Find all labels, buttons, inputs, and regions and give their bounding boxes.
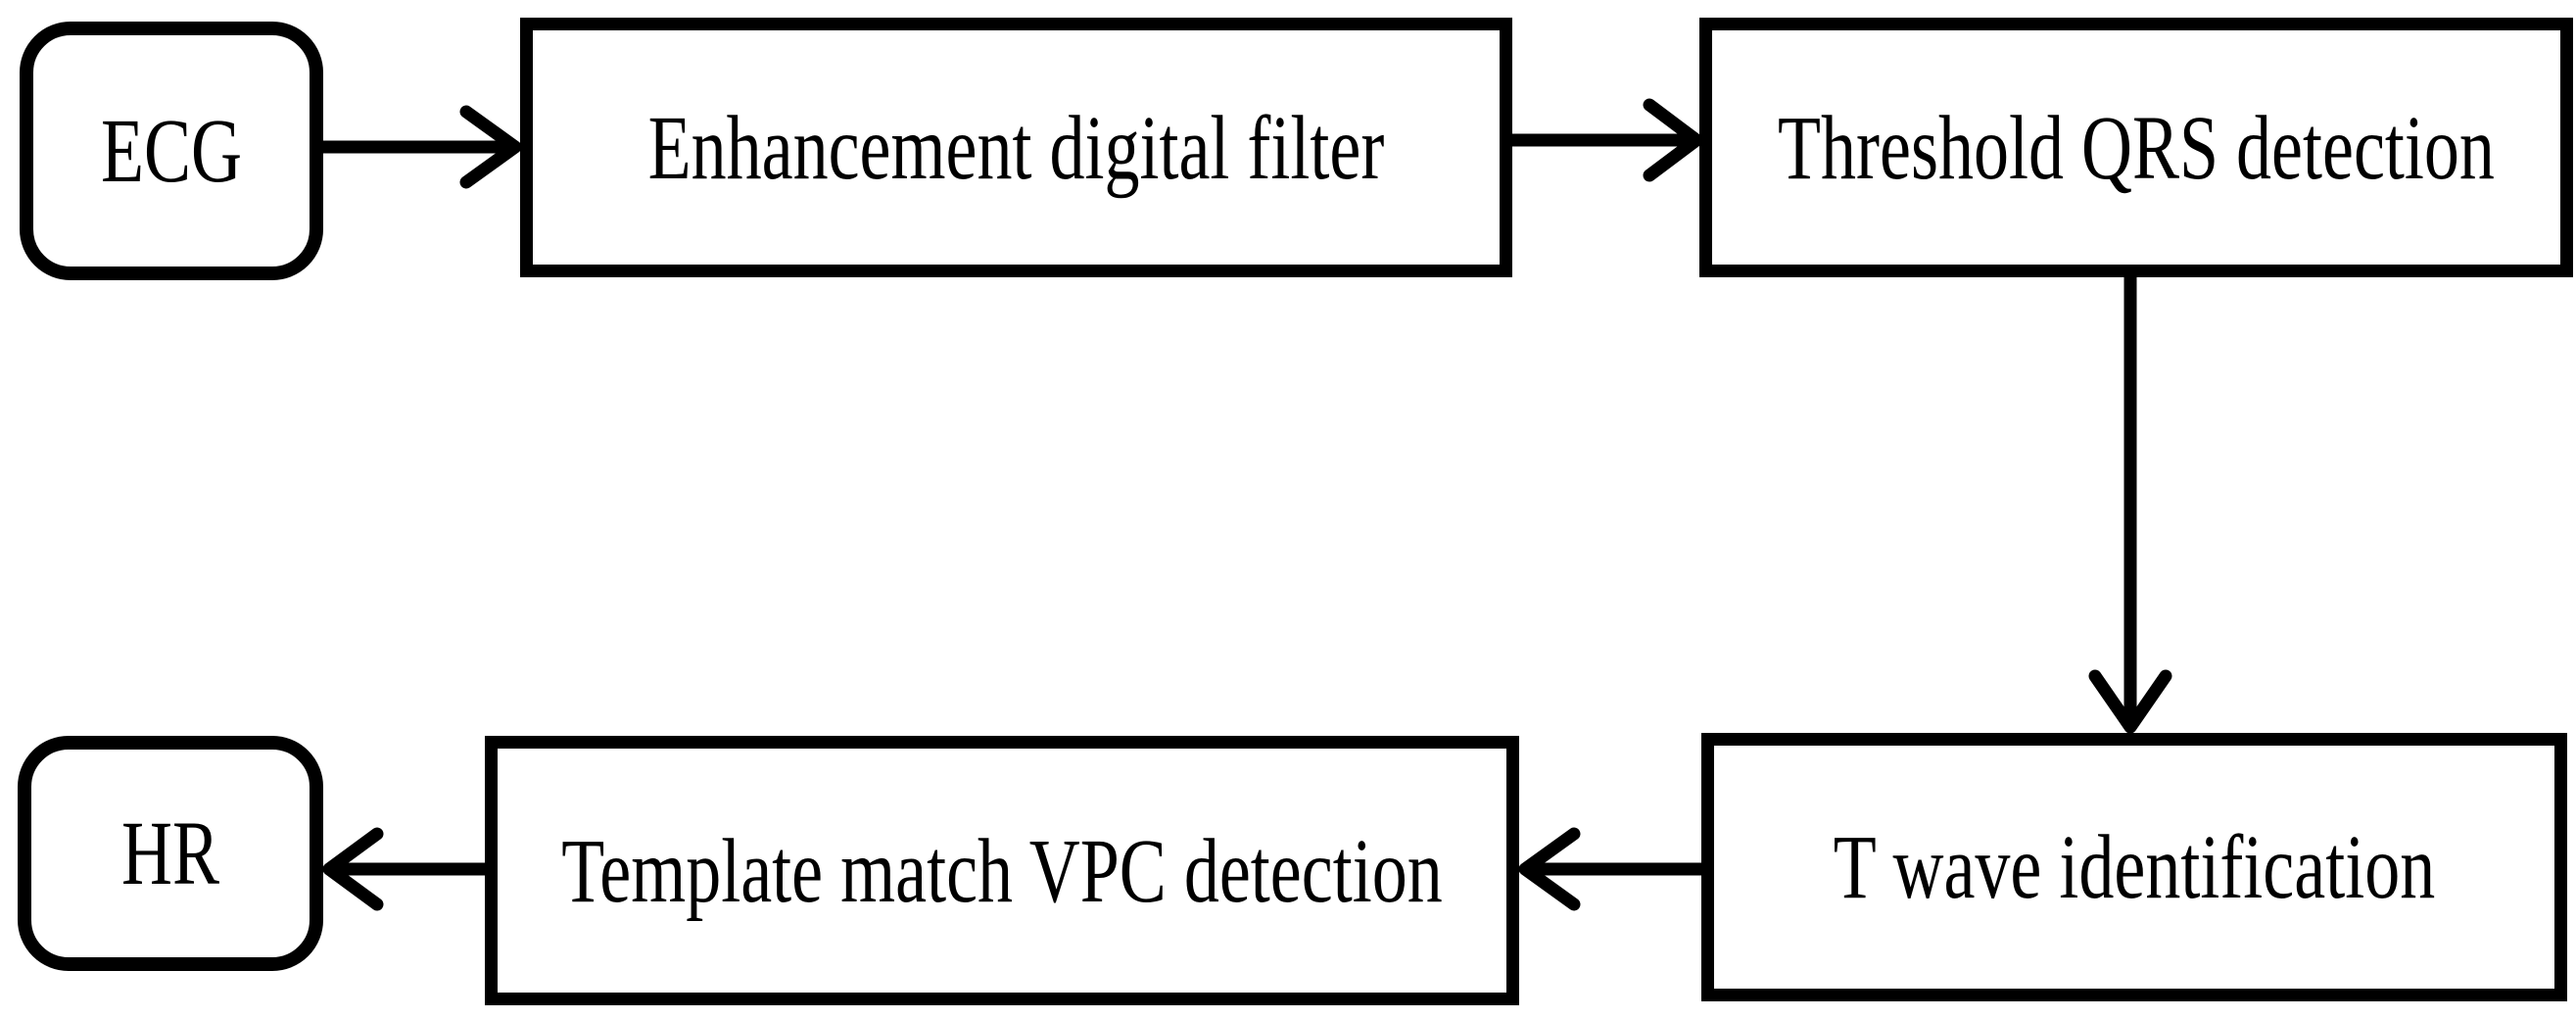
node-enhancement-digital-filter: Enhancement digital filter: [520, 18, 1512, 277]
arrow-qrs-to-twave: [2088, 270, 2172, 734]
node-template-match-vpc-detection: Template match VPC detection: [485, 736, 1519, 1005]
node-ecg: ECG: [20, 22, 323, 280]
node-ecg-label: ECG: [101, 100, 242, 202]
node-threshold-qrs-detection: Threshold QRS detection: [1699, 18, 2573, 277]
node-enhancement-digital-filter-label: Enhancement digital filter: [647, 96, 1385, 199]
arrow-ecg-to-filter: [316, 105, 522, 189]
node-hr: HR: [18, 736, 323, 971]
node-hr-label: HR: [120, 802, 220, 904]
arrow-twave-to-vpc: [1518, 827, 1708, 911]
node-template-match-vpc-detection-label: Template match VPC detection: [561, 819, 1443, 922]
arrow-vpc-to-hr: [322, 827, 492, 911]
arrow-filter-to-qrs: [1505, 98, 1703, 182]
node-threshold-qrs-detection-label: Threshold QRS detection: [1778, 96, 2495, 199]
node-t-wave-identification: T wave identification: [1701, 733, 2567, 1001]
node-t-wave-identification-label: T wave identification: [1833, 816, 2436, 918]
